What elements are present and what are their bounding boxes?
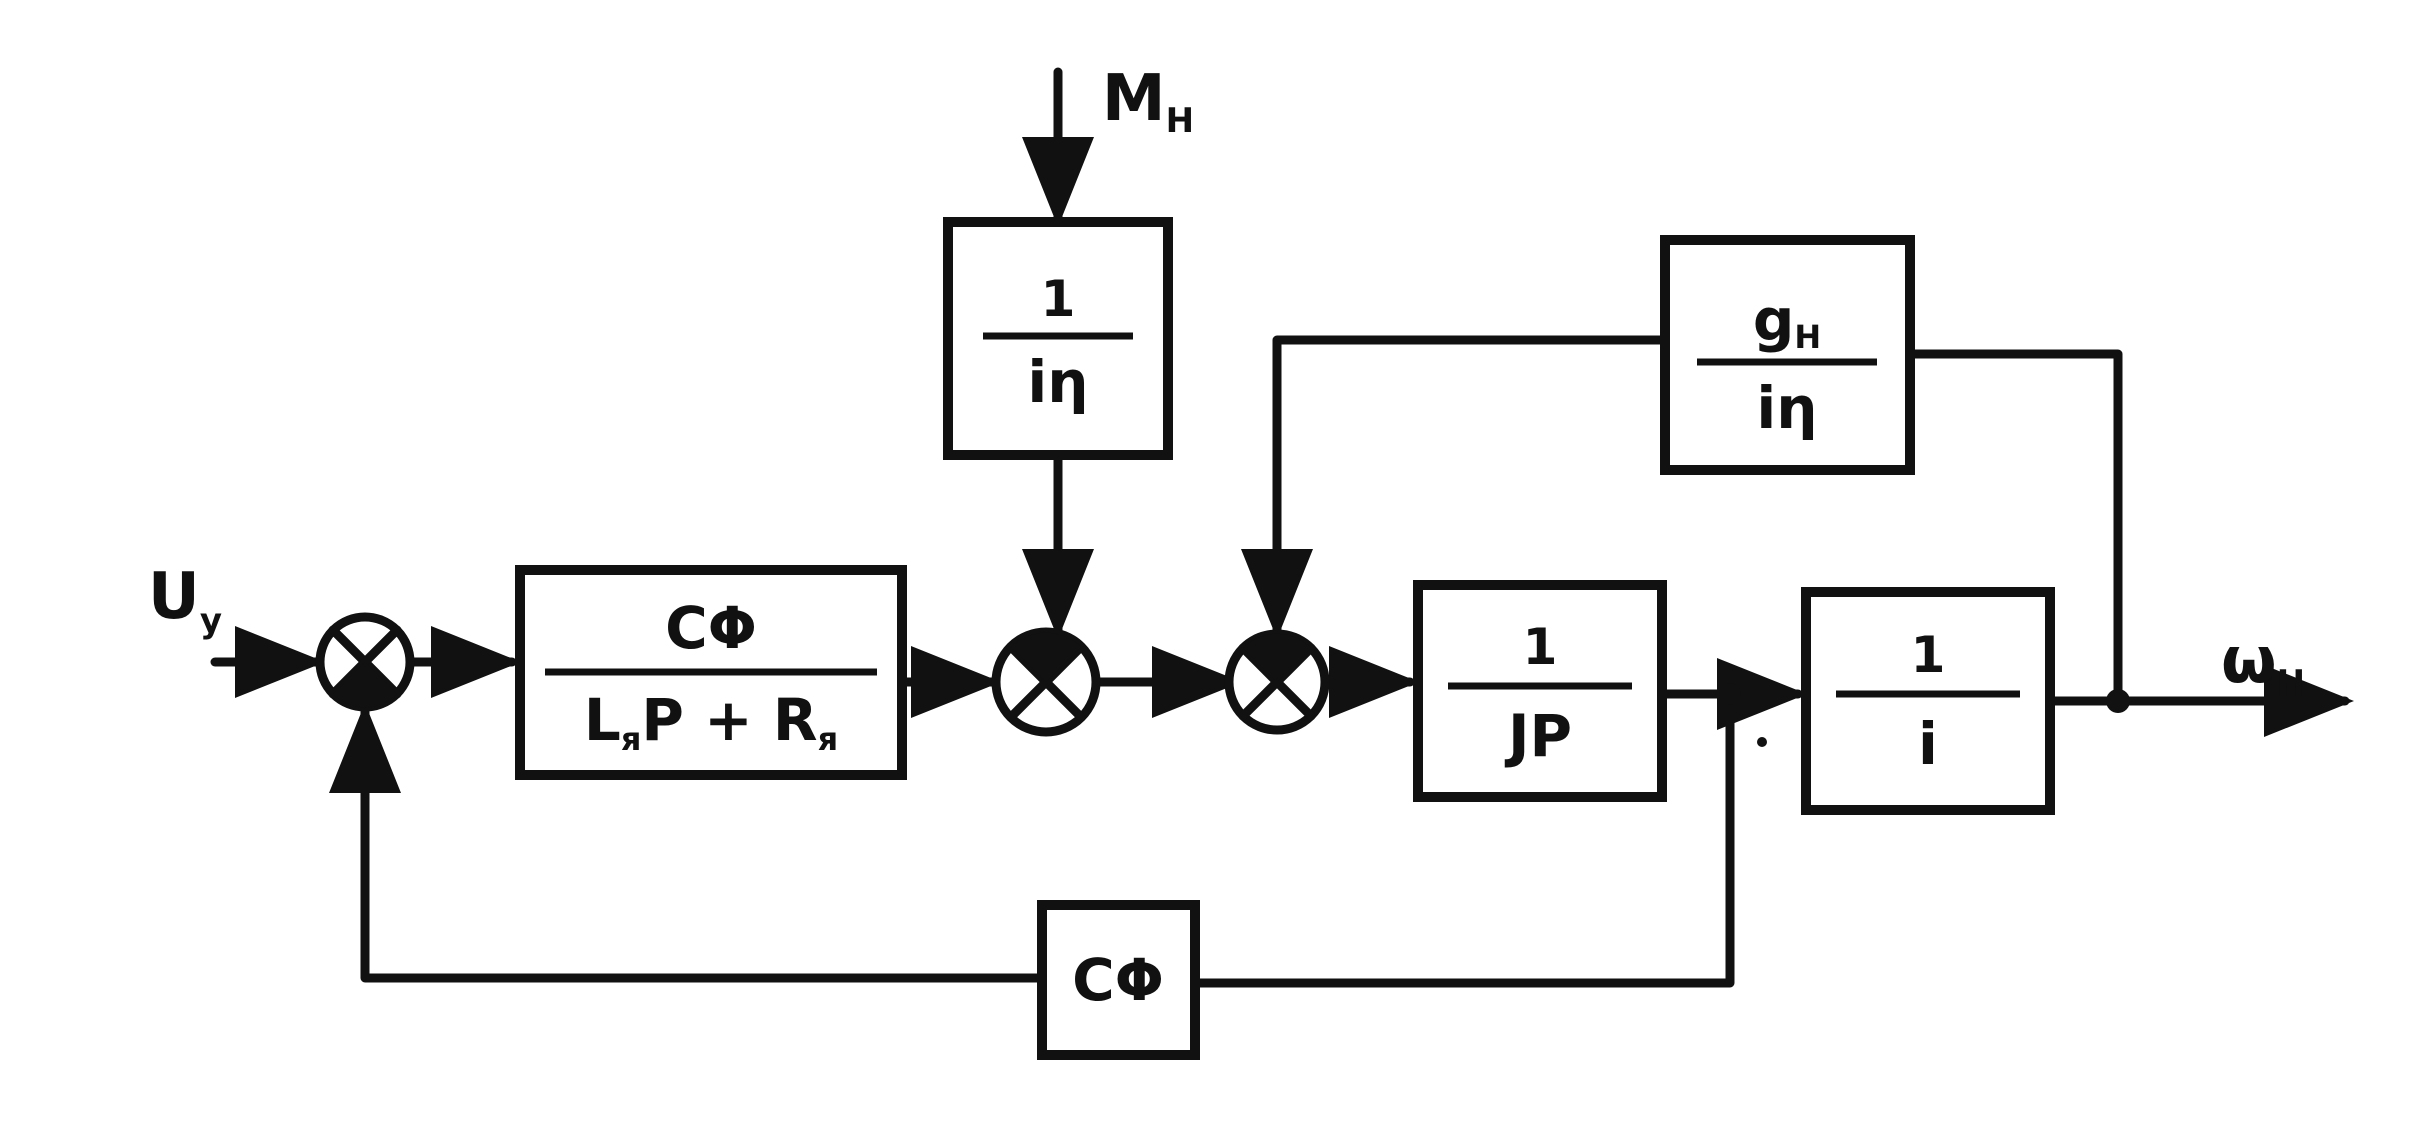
wire-backemf-to-sum1 — [329, 703, 1047, 983]
summing-junction-2 — [991, 627, 1101, 737]
junction-dot-output — [2106, 689, 2130, 713]
summing-junction-3 — [1224, 629, 1330, 735]
load-feedback-numerator: gH — [1753, 286, 1821, 356]
wire-omega-to-backemf — [1190, 689, 1735, 988]
load-gear-numerator: 1 — [1041, 270, 1076, 328]
armature-transfer-block: CΦ LяP + Rя — [515, 565, 907, 780]
load-gear-denominator: iη — [1027, 348, 1088, 416]
armature-numerator: CΦ — [665, 594, 757, 662]
back-emf-block: CΦ — [1037, 900, 1200, 1060]
back-emf-label: CΦ — [1072, 946, 1164, 1014]
armature-denominator: LяP + Rя — [584, 686, 838, 758]
load-feedback-block: gH iη — [1660, 235, 1915, 475]
wire-loadfeedback-to-sum3 — [1241, 335, 1670, 639]
inertia-denominator: JP — [1504, 702, 1572, 770]
junction-dot-omega — [1719, 683, 1741, 705]
load-feedback-denominator: iη — [1756, 374, 1817, 442]
input-uy-label: Uy — [148, 560, 222, 641]
output-omega-label: ωH — [2221, 624, 2305, 703]
wire-output-to-loadfeedback — [1905, 349, 2123, 706]
gear-ratio-denominator: i — [1918, 710, 1938, 778]
inertia-block: 1 JP — [1413, 580, 1667, 802]
gear-ratio-block: 1 i — [1801, 587, 2055, 815]
load-gear-block: 1 iη — [943, 217, 1173, 460]
inertia-numerator: 1 — [1523, 618, 1558, 676]
input-mh-label: MH — [1102, 62, 1194, 141]
small-dot-mark — [1757, 737, 1767, 747]
summing-junction-1 — [315, 612, 415, 712]
gear-ratio-numerator: 1 — [1911, 626, 1946, 684]
